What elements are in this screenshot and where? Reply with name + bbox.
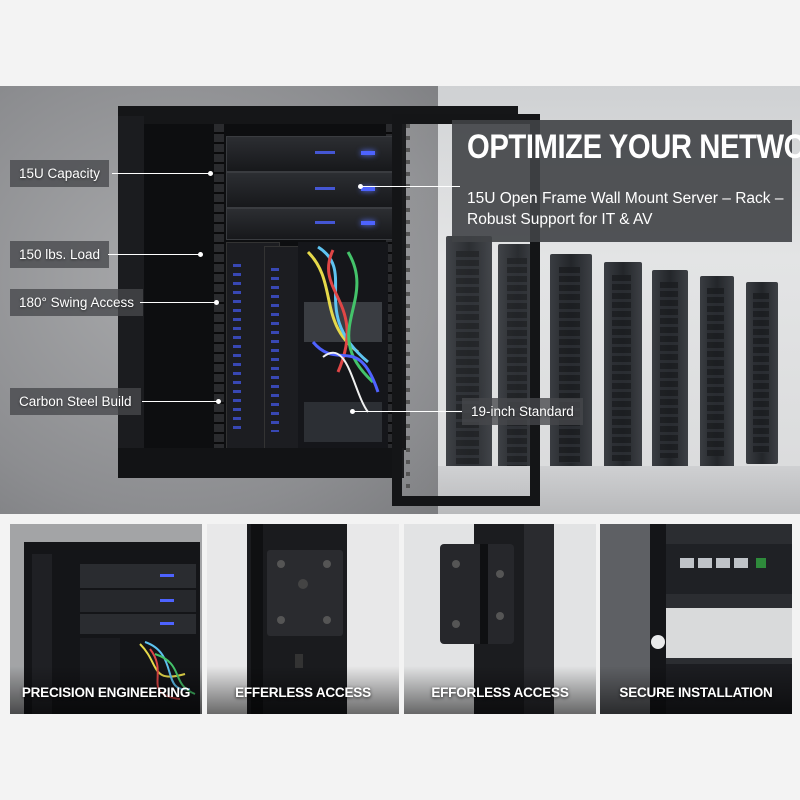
- headline-panel: [452, 120, 792, 242]
- thumbnail-label: PRECISION ENGINEERING: [21, 685, 191, 700]
- thumbnail-label: SECURE INSTALLATION: [619, 685, 773, 700]
- thumbnail-label: EFFORLESS ACCESS: [431, 685, 569, 700]
- thumbnail-effortless-access-2: EFFORLESS ACCESS: [404, 524, 596, 714]
- thumbnail-label: EFFERLESS ACCESS: [235, 685, 371, 700]
- callout-19-inch: 19-inch Standard: [462, 398, 583, 425]
- thumbnail-effortless-access-1: EFFERLESS ACCESS: [207, 524, 399, 714]
- callout-carbon-steel: Carbon Steel Build: [10, 388, 141, 415]
- thumbnail-secure-installation: SECURE INSTALLATION: [600, 524, 792, 714]
- headline: OPTIMIZE YOUR NETWORK: [467, 128, 800, 166]
- server-unit: [226, 136, 396, 172]
- server-unit: [226, 208, 396, 240]
- callout-load: 150 lbs. Load: [10, 241, 110, 268]
- callout-swing-access: 180° Swing Access: [10, 289, 143, 316]
- patch-cables: [298, 242, 388, 452]
- server-room-floor: [438, 466, 800, 514]
- subheadline: 15U Open Frame Wall Mount Server – Rack …: [467, 190, 784, 228]
- feature-thumbnails: PRECISION ENGINEERING EFFERLESS ACCESS: [0, 516, 800, 716]
- callout-capacity: 15U Capacity: [10, 160, 110, 187]
- wall-mount-rack: [118, 106, 518, 484]
- thumbnail-precision-engineering: PRECISION ENGINEERING: [10, 524, 202, 714]
- server-unit: [226, 172, 396, 208]
